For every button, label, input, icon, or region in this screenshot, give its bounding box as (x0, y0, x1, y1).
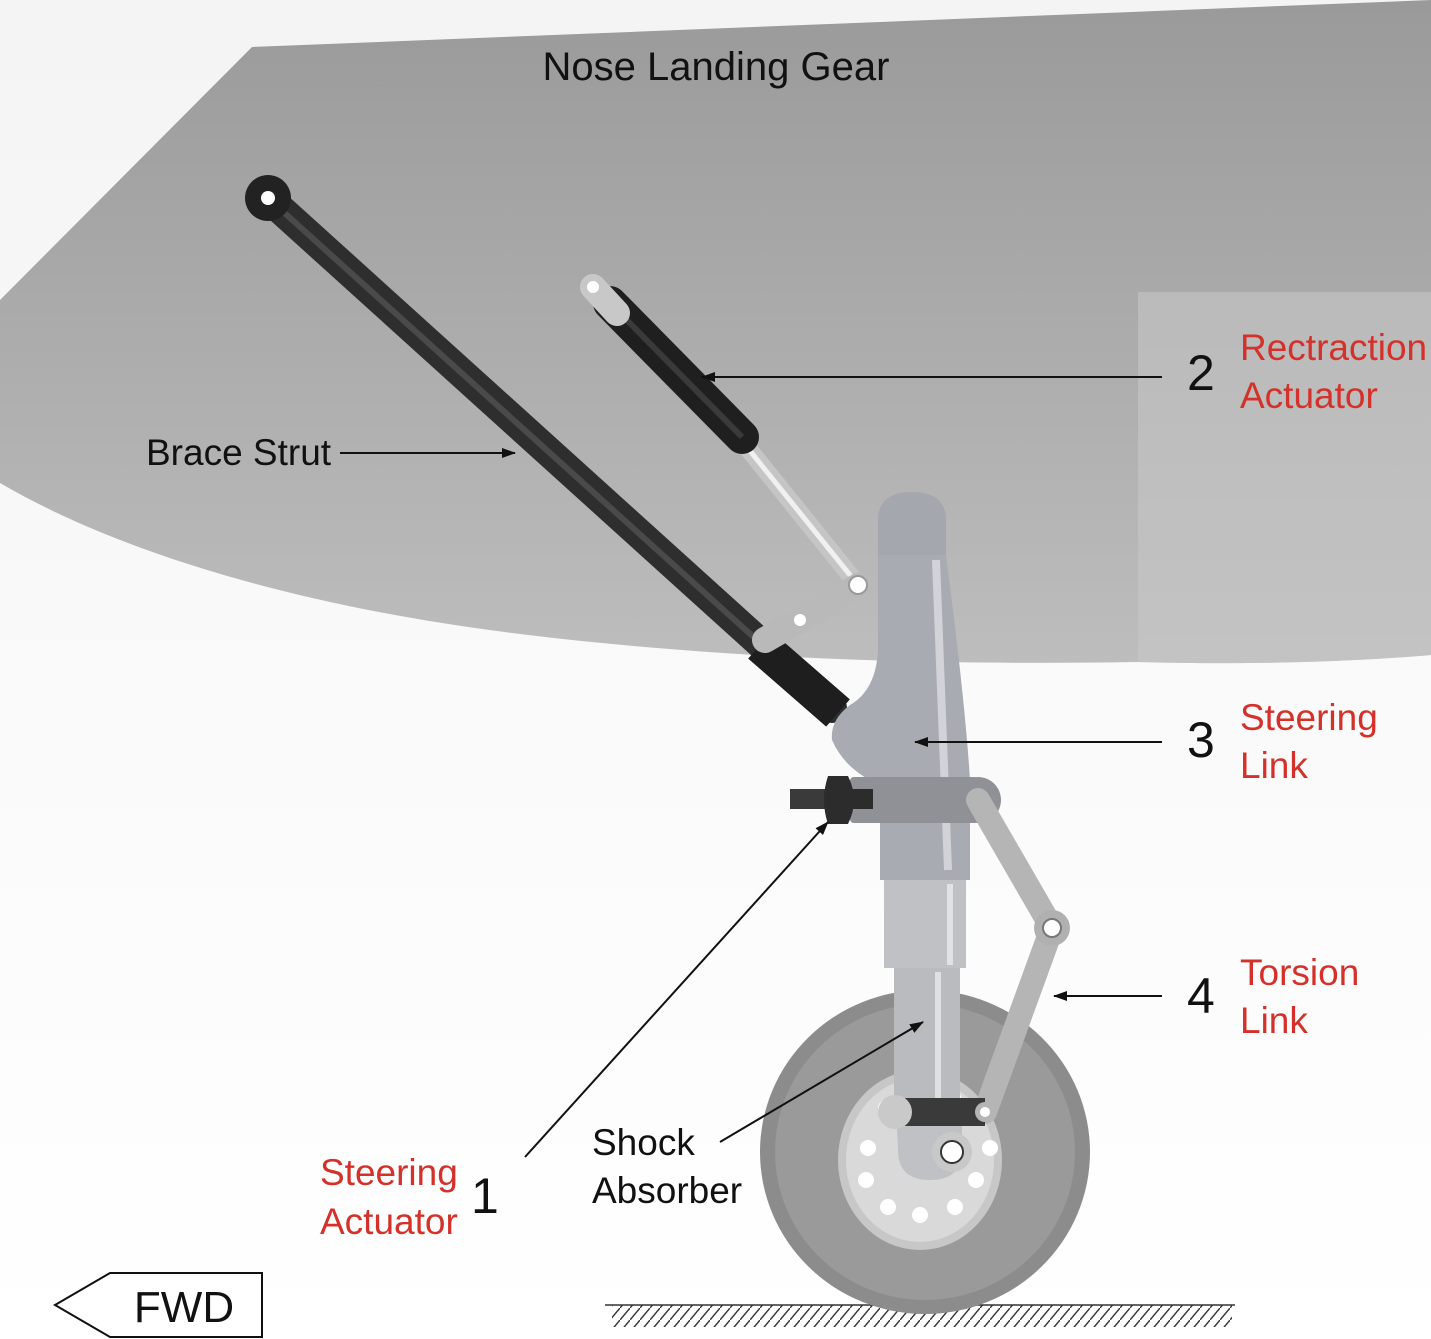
retraction-actuator (580, 274, 867, 594)
torsion-link-label-line1: Torsion (1240, 952, 1359, 993)
callout-steering-link: 3 Steering Link (1187, 697, 1378, 786)
steering-actuator-label-line2: Actuator (320, 1201, 458, 1242)
callout-steering-actuator: Steering Actuator 1 (320, 1152, 499, 1242)
steering-link-label-line1: Steering (1240, 697, 1378, 738)
retraction-actuator-label-line2: Actuator (1240, 375, 1378, 416)
leader-shock-absorber (719, 1021, 924, 1143)
arrow-left-icon (53, 1272, 263, 1338)
callout-shock-absorber: Shock Absorber (592, 1122, 742, 1211)
fwd-label: FWD (134, 1283, 234, 1332)
steering-actuator-label-line1: Steering (320, 1152, 458, 1193)
callout-number-1: 1 (471, 1168, 499, 1224)
brace-strut-label: Brace Strut (146, 432, 332, 473)
upper-linkage (752, 572, 873, 653)
callout-torsion-link: 4 Torsion Link (1187, 952, 1359, 1041)
fuselage-body (0, 0, 1431, 664)
callout-retraction-actuator: 2 Rectraction Actuator (1187, 327, 1427, 416)
callout-number-3: 3 (1187, 712, 1215, 768)
diagram-title: Nose Landing Gear (543, 45, 890, 89)
callout-number-2: 2 (1187, 345, 1215, 401)
ground-hatch (612, 1305, 1232, 1327)
shock-absorber-label-line2: Absorber (592, 1170, 742, 1211)
steering-link-label-line2: Link (1240, 745, 1308, 786)
retraction-actuator-label-line1: Rectraction (1240, 327, 1427, 368)
fwd-direction-indicator: FWD (53, 1272, 263, 1338)
leader-lines (340, 372, 1162, 1158)
shock-absorber-label-line1: Shock (592, 1122, 695, 1163)
torsion-link-label-line2: Link (1240, 1000, 1308, 1041)
axle-assembly (878, 1095, 995, 1180)
brace-strut (245, 175, 850, 727)
steering-actuator (790, 776, 873, 824)
callout-number-4: 4 (1187, 968, 1215, 1024)
leader-steering-actuator (524, 821, 829, 1158)
torsion-link (966, 788, 1070, 1124)
fuselage-side-panel (1138, 292, 1431, 664)
